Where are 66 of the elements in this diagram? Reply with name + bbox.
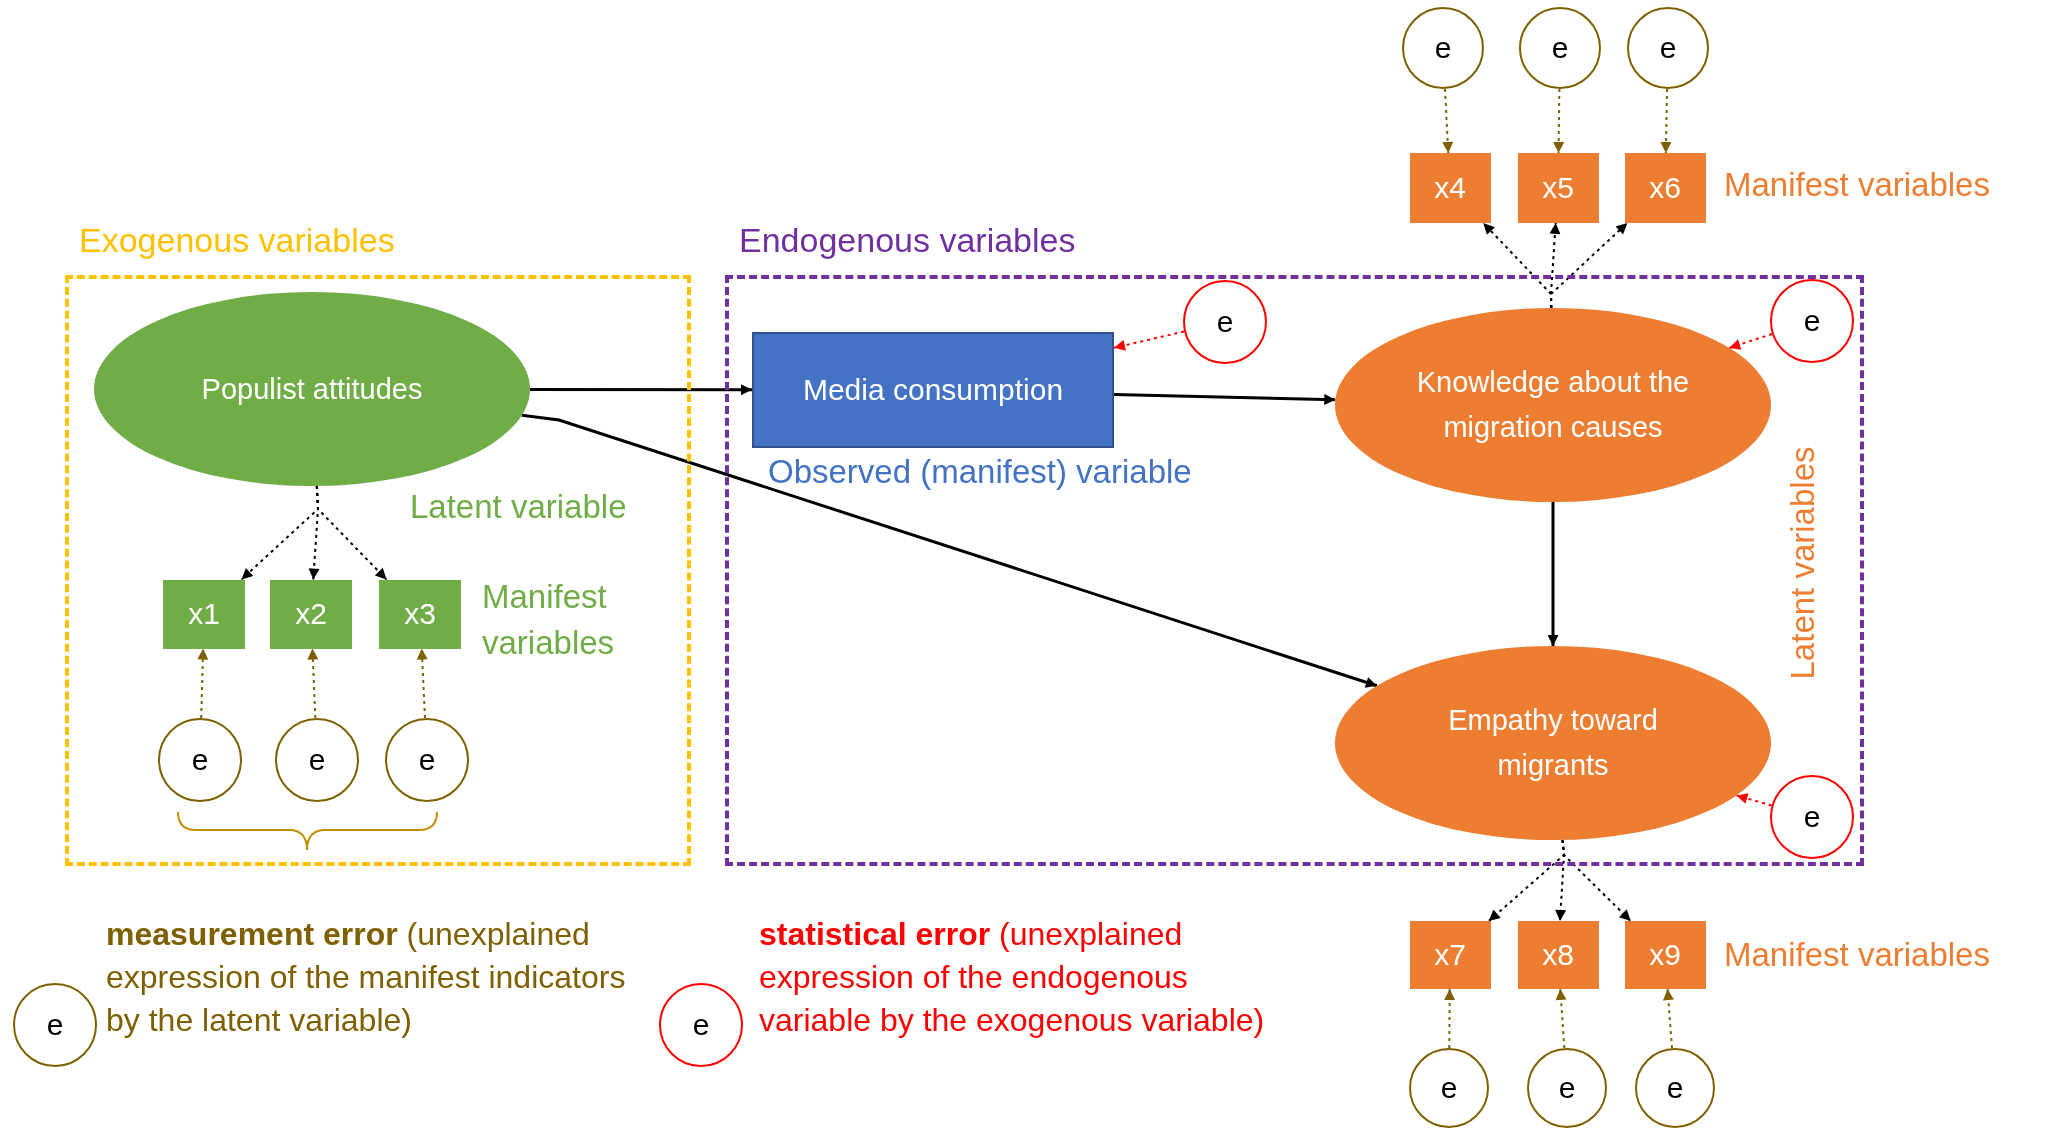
node-label: e [191, 741, 209, 778]
node-label: x7 [1434, 936, 1466, 973]
variable-box [163, 579, 245, 649]
dotted-arrow [1561, 838, 1632, 922]
dotted-arrow [197, 647, 209, 719]
node-label: Empathy toward migrants [1447, 703, 1659, 783]
group-heading: Exogenous variables [79, 221, 395, 260]
annotation-label: Observed (manifest) variable [768, 452, 1192, 492]
node-label: e [46, 1006, 64, 1043]
node-label: e [1558, 1069, 1576, 1106]
node-label: e [1216, 303, 1234, 340]
variable-box [1409, 921, 1491, 989]
arrow [1547, 502, 1559, 646]
node-label: x6 [1649, 169, 1681, 206]
node-label: e [1434, 29, 1452, 66]
node-label: e [1803, 798, 1821, 835]
arrow [521, 413, 1378, 688]
dotted-arrow [1662, 988, 1674, 1050]
dotted-arrow [416, 647, 428, 719]
node-label: x3 [404, 595, 436, 632]
arrow [1113, 392, 1336, 405]
variable-box [752, 332, 1114, 448]
node-label: e [308, 741, 326, 778]
variable-box [270, 579, 352, 649]
node-label: Knowledge about the migration causes [1415, 365, 1691, 445]
node-label: x1 [188, 595, 220, 632]
node-label: e [418, 741, 436, 778]
node-label: x8 [1542, 936, 1574, 973]
node-label: Populist attitudes [201, 371, 423, 407]
dotted-arrow [1550, 222, 1629, 309]
dotted-arrow [1553, 88, 1565, 154]
variable-box [1409, 153, 1491, 223]
node-label: x4 [1434, 169, 1466, 206]
dotted-arrow [315, 485, 388, 581]
node-label: e [1551, 29, 1569, 66]
node-label: e [1803, 302, 1821, 339]
variable-box [1624, 921, 1706, 989]
dotted-arrow [1555, 988, 1567, 1050]
legend-description: statistical error (unexplained expression of the endogenous variable by the exogenous variable) [759, 915, 1266, 1040]
node-label: e [1659, 29, 1677, 66]
node-label: x2 [295, 595, 327, 632]
dotted-arrow [1442, 87, 1454, 154]
arrow [530, 384, 752, 396]
node-label: e [1666, 1069, 1684, 1106]
dotted-arrow [1444, 988, 1456, 1049]
dotted-arrow [307, 647, 319, 719]
node-label: x5 [1542, 169, 1574, 206]
node-label: x9 [1649, 936, 1681, 973]
variable-box [1517, 153, 1599, 223]
node-label: Media consumption [802, 371, 1064, 408]
dotted-arrow [1113, 330, 1186, 351]
annotation-label: Latent variable [410, 487, 627, 527]
annotation-label: Manifest variables [1724, 935, 1990, 975]
legend-description: measurement error (unexplained expression of the manifest indicators by the latent variable) [106, 915, 627, 1040]
annotation-label: Manifest variables [1724, 165, 1990, 205]
node-label: e [692, 1006, 710, 1043]
variable-box [1517, 921, 1599, 989]
dotted-arrow [1660, 88, 1672, 154]
dotted-arrow [1728, 333, 1773, 350]
variable-box [1624, 153, 1706, 223]
vertical-label: Latent variables [1782, 446, 1822, 680]
variable-box [379, 579, 461, 649]
group-heading: Endogenous variables [739, 221, 1076, 260]
annotation-label: Manifest variables [482, 577, 616, 663]
node-label: e [1440, 1069, 1458, 1106]
dotted-arrow [1735, 793, 1773, 807]
